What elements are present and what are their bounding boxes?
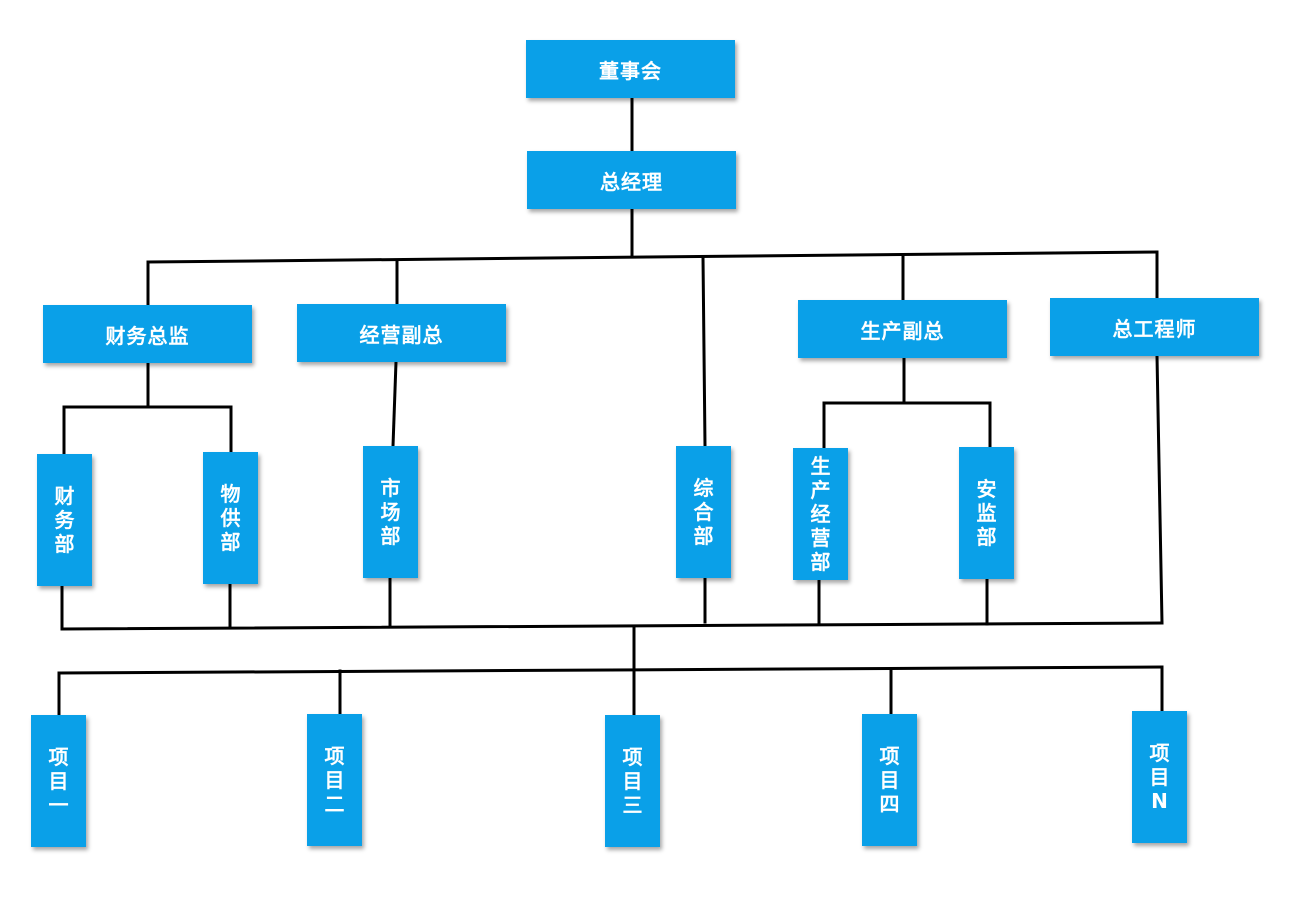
node-project-1-label: 项目一	[48, 745, 69, 817]
connector-chief-eng-down	[1155, 354, 1164, 625]
node-chief-engineer: 总工程师	[1050, 298, 1259, 356]
node-supply-dept: 物供部	[203, 452, 258, 584]
node-project-3-label: 项目三	[622, 745, 643, 817]
node-project-2: 项目二	[307, 714, 362, 846]
node-supply-dept-label: 物供部	[220, 482, 241, 554]
node-project-3: 项目三	[605, 715, 660, 847]
node-cfo-label: 财务总监	[105, 323, 190, 348]
node-vp-operations-label: 经营副总	[359, 322, 444, 347]
node-general-manager: 总经理	[527, 151, 736, 209]
node-project-n: 项目N	[1132, 711, 1187, 843]
connector-to-general	[701, 255, 707, 448]
node-project-4-label: 项目四	[879, 744, 900, 816]
connector-project-bus	[57, 665, 1164, 675]
node-safety-dept-label: 安监部	[976, 477, 997, 549]
node-finance-dept-label: 财务部	[54, 484, 75, 556]
node-finance-dept: 财务部	[37, 454, 92, 586]
connector-dept-bus	[60, 621, 1164, 631]
node-project-2-label: 项目二	[324, 744, 345, 816]
node-general-manager-label: 总经理	[600, 169, 663, 194]
node-board-label: 董事会	[599, 58, 662, 83]
node-production-ops-dept: 生产经营部	[793, 448, 848, 580]
node-cfo: 财务总监	[43, 305, 252, 363]
connector-exec-bus	[146, 250, 1159, 264]
node-general-affairs-dept-label: 综合部	[693, 476, 714, 548]
node-vp-operations: 经营副总	[297, 304, 506, 362]
node-project-1: 项目一	[31, 715, 86, 847]
node-vp-production-label: 生产副总	[860, 318, 945, 343]
node-chief-engineer-label: 总工程师	[1112, 316, 1197, 341]
node-project-4: 项目四	[862, 714, 917, 846]
node-board: 董事会	[526, 40, 735, 98]
node-production-ops-dept-label: 生产经营部	[810, 454, 831, 574]
node-market-dept: 市场部	[363, 446, 418, 578]
node-project-n-label: 项目N	[1149, 741, 1170, 813]
node-vp-production: 生产副总	[798, 300, 1007, 358]
node-market-dept-label: 市场部	[380, 476, 401, 548]
connector-to-market	[391, 360, 398, 448]
node-general-affairs-dept: 综合部	[676, 446, 731, 578]
node-safety-dept: 安监部	[959, 447, 1014, 579]
